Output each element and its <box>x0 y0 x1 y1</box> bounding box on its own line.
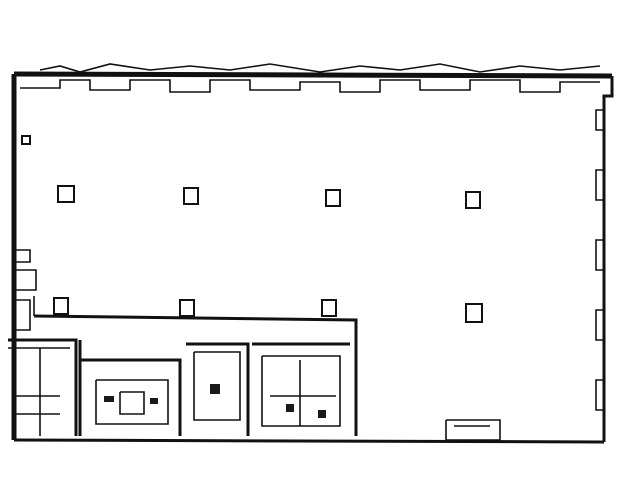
service-block <box>8 296 358 436</box>
column <box>53 297 69 315</box>
fixture-bottom <box>445 419 501 441</box>
column <box>321 299 337 317</box>
column <box>325 189 341 207</box>
column <box>21 135 31 145</box>
columns-mid-row <box>53 297 483 323</box>
column <box>57 185 75 203</box>
columns-upper-row <box>21 135 481 209</box>
column <box>179 299 195 317</box>
column <box>465 303 483 323</box>
outer-wall <box>11 63 614 444</box>
column <box>465 191 481 209</box>
column <box>183 187 199 205</box>
